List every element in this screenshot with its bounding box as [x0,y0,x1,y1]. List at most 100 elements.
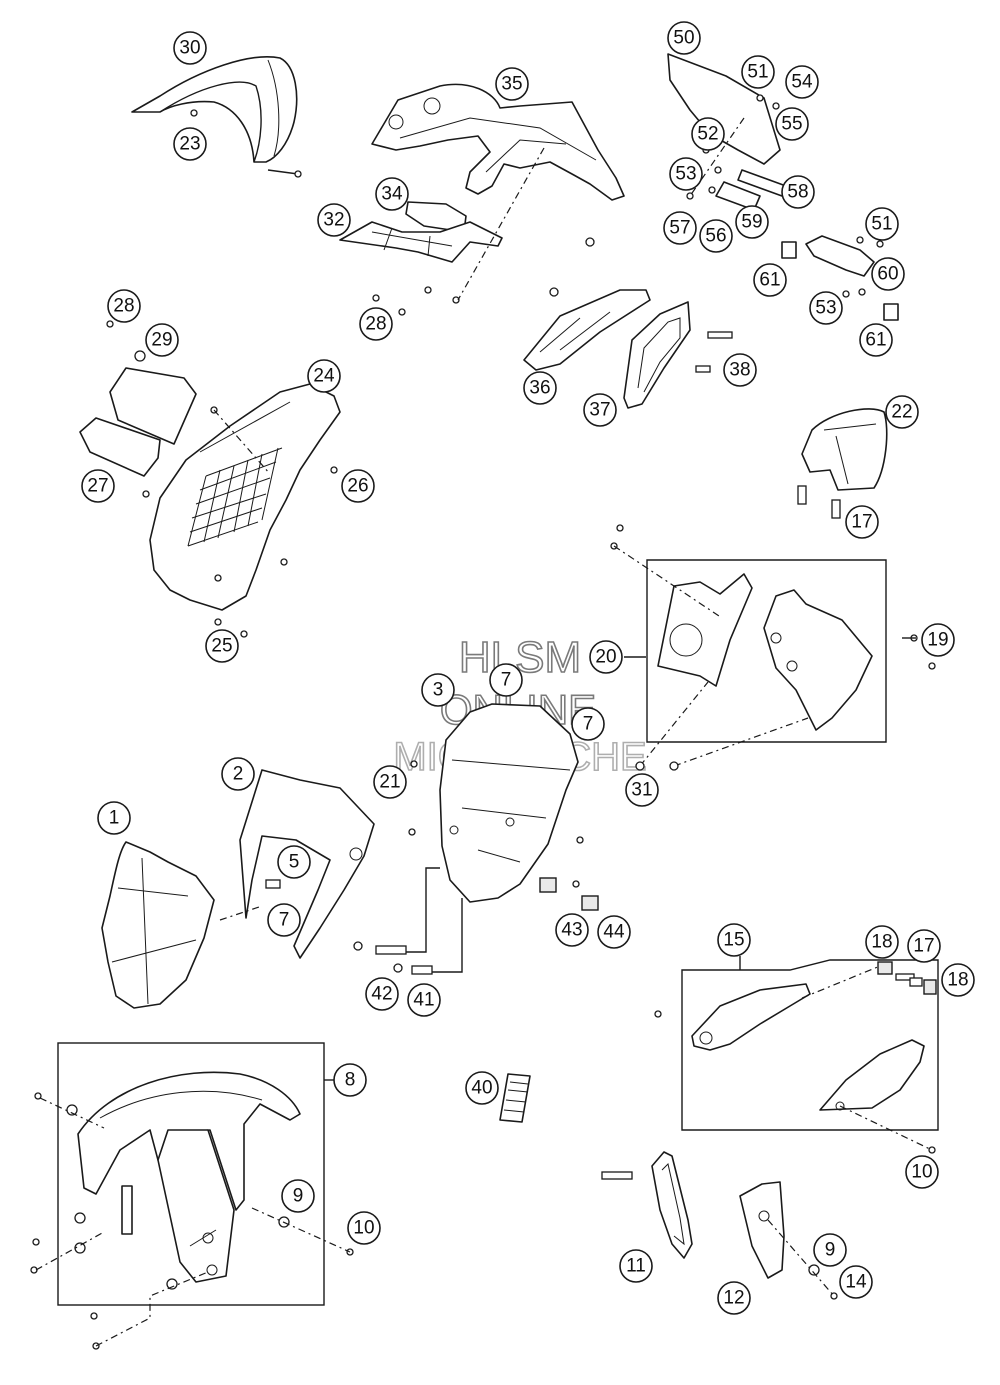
part-12 [739,1181,838,1300]
callout-21: 21 [373,765,407,799]
svg-text:50: 50 [673,28,694,49]
svg-text:42: 42 [371,984,392,1005]
callout-11: 11 [619,1249,653,1283]
part-27-29 [79,320,218,477]
group-box-15 [681,959,939,1131]
lead-41 [432,898,463,973]
svg-text:37: 37 [589,400,610,421]
part-seat-cowl [131,56,302,178]
svg-text:8: 8 [345,1070,356,1091]
callout-9-a: 9 [281,1179,315,1213]
callout-40: 40 [465,1071,499,1105]
callout-10-a: 10 [347,1211,381,1245]
callout-37: 37 [583,393,617,427]
callout-17-b: 17 [845,505,879,539]
svg-text:7: 7 [583,714,594,735]
svg-text:23: 23 [179,134,200,155]
callout-10-b: 10 [905,1155,939,1189]
dash-24 [213,409,271,475]
svg-text:5: 5 [289,852,300,873]
callout-42: 42 [365,977,399,1011]
callout-20: 20 [589,640,623,674]
callout-23: 23 [173,127,207,161]
svg-text:15: 15 [723,930,744,951]
part-headlight-bracket [408,703,599,911]
svg-text:14: 14 [845,1272,867,1293]
part-15-a [654,983,811,1051]
svg-text:31: 31 [631,780,652,801]
callout-50: 50 [667,21,701,55]
svg-text:11: 11 [626,1256,646,1277]
svg-text:27: 27 [87,476,108,497]
bolt-42 [375,945,407,955]
part-60-bracket [781,235,899,321]
part-32 [339,221,503,316]
svg-text:29: 29 [151,330,172,351]
part-15-b [819,1039,936,1154]
part-20-b [763,589,936,731]
svg-text:3: 3 [433,680,444,701]
dash-8-b [35,1231,105,1271]
svg-text:44: 44 [603,922,625,943]
callout-61-b: 61 [859,323,893,357]
svg-text:53: 53 [815,298,836,319]
svg-text:58: 58 [787,182,808,203]
callout-54: 54 [785,65,819,99]
svg-text:56: 56 [705,226,726,247]
callout-7-c: 7 [571,707,605,741]
svg-text:19: 19 [927,630,948,651]
part-front-fender [30,1071,354,1350]
callout-27: 27 [81,469,115,503]
callout-51-a: 51 [741,55,775,89]
svg-text:9: 9 [825,1240,836,1261]
callout-55: 55 [775,107,809,141]
svg-text:28: 28 [113,296,134,317]
callout-25: 25 [205,629,239,663]
svg-text:17: 17 [913,936,934,957]
dash-15-b [839,1105,933,1151]
svg-text:57: 57 [669,218,690,239]
dash-20-a [613,545,723,619]
callout-52: 52 [691,117,725,151]
callout-12: 12 [717,1281,751,1315]
group-box-20 [646,559,887,743]
svg-text:10: 10 [353,1218,374,1239]
callout-24: 24 [307,359,341,393]
callout-51-b: 51 [865,207,899,241]
callout-53-b: 53 [809,291,843,325]
svg-text:12: 12 [723,1288,744,1309]
svg-text:61: 61 [865,330,886,351]
callout-56: 56 [699,219,733,253]
svg-text:10: 10 [911,1162,932,1183]
parts-17-18 [877,961,937,995]
svg-text:55: 55 [781,114,802,135]
group-box-8 [57,1042,325,1306]
svg-text:7: 7 [501,670,512,691]
svg-text:9: 9 [293,1186,304,1207]
svg-text:36: 36 [529,378,550,399]
part-radiator-cover [142,383,341,638]
bolt-31-a [635,761,645,771]
bolt-31-b [669,761,679,771]
svg-text:28: 28 [365,314,386,335]
callout-15: 15 [717,923,751,957]
callout-41: 41 [407,983,441,1017]
callout-8: 8 [333,1063,367,1097]
dash-8-a [39,1097,105,1129]
part-rear-frame [371,83,625,201]
nut-41 [393,963,403,973]
lead-42 [380,867,440,953]
svg-text:54: 54 [791,72,813,93]
bolt-41 [411,965,433,975]
callout-58: 58 [781,175,815,209]
dash-20-c [639,681,709,767]
part-36 [523,237,651,371]
part-11 [601,1151,693,1259]
svg-text:20: 20 [595,647,616,668]
callout-38: 38 [723,353,757,387]
svg-text:22: 22 [891,402,912,423]
callout-30: 30 [173,31,207,65]
svg-text:24: 24 [313,366,335,387]
callout-18-a: 18 [865,925,899,959]
